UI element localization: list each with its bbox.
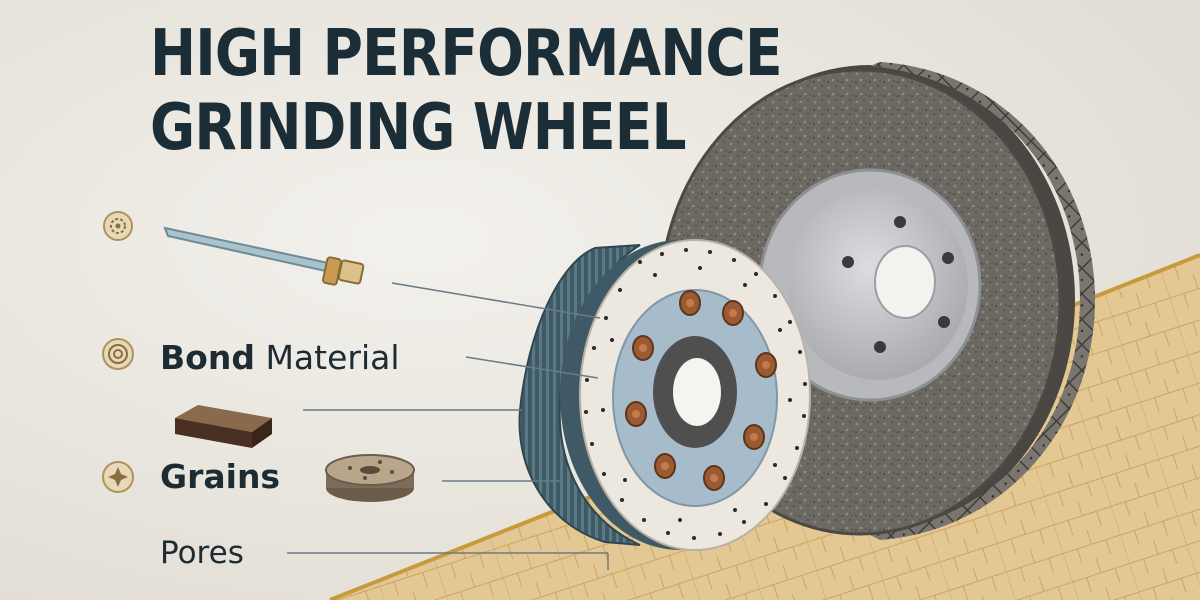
label-bond-word: Bond [160,338,255,377]
front-brake-disc [518,239,811,551]
label-pores: Pores [160,535,244,571]
ring-emblem-icon [102,338,134,370]
page-title-line-2: GRINDING WHEEL [150,91,687,165]
page-title-line-1: HIGH PERFORMANCE [150,17,783,91]
label-grains: Grains [160,457,281,496]
label-material-word: Material [254,338,400,377]
label-bond-material: Bond Material [160,338,400,377]
grain-disc-part [325,454,415,502]
spiral-emblem-icon [103,211,133,241]
leader-lines [287,282,609,570]
star-emblem-icon [102,461,134,493]
bond-block-part [175,405,272,448]
rod-part [163,226,365,286]
